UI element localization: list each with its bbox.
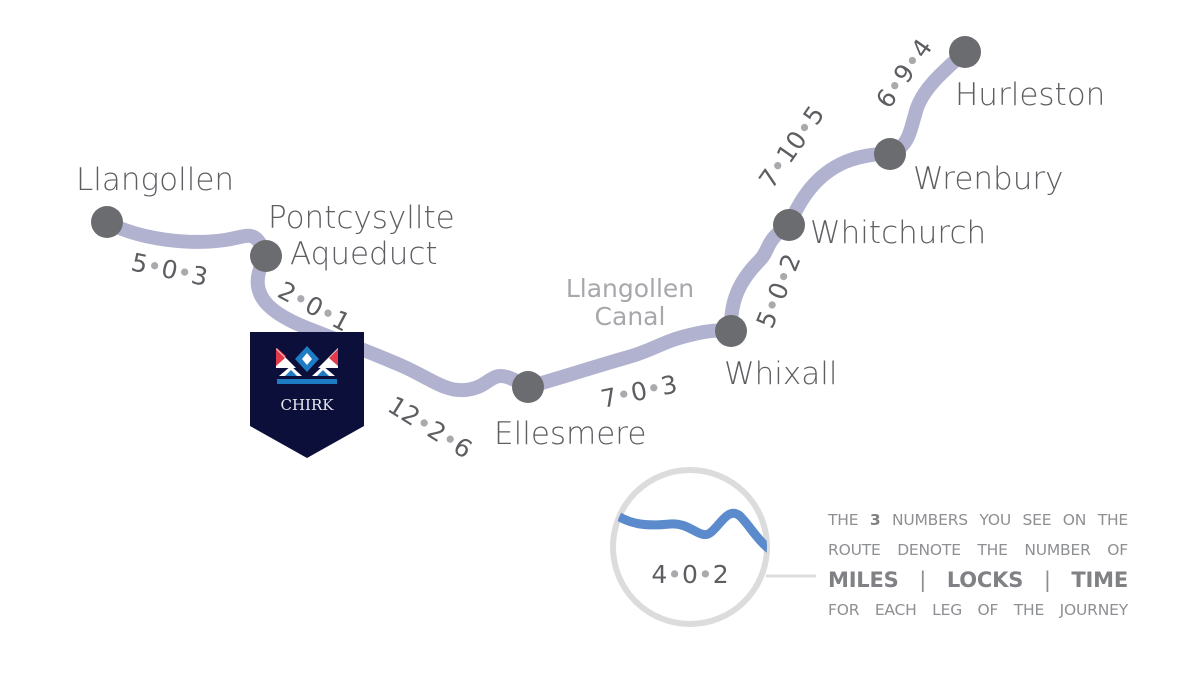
legend-line-4: FOR EACH LEG OF THE JOURNEY xyxy=(828,601,1128,619)
place-label-pontcysyllte-line1: Pontcysyllte xyxy=(268,200,455,236)
legend-time: TIME xyxy=(1071,568,1128,592)
leg-miles: 5 xyxy=(129,248,151,280)
leg-locks: 0 xyxy=(682,560,698,589)
stop-marker-hurleston[interactable] xyxy=(949,36,981,68)
leg-label-text: 5•0•2 xyxy=(751,250,807,332)
place-label-whixall: Whixall xyxy=(724,356,837,392)
legend-separator-1: | xyxy=(919,568,927,592)
chirk-label: CHIRK xyxy=(281,396,335,414)
leg-label-text: 5•0•3 xyxy=(129,248,211,292)
legend-separator-2: | xyxy=(1043,568,1051,592)
leg-label-text: 12•2•6 xyxy=(383,390,477,464)
canal-name-line1: Llangollen xyxy=(566,274,694,303)
legend-explanation: THE 3 NUMBERS YOU SEE ON THE ROUTE DENOT… xyxy=(828,505,1128,625)
stop-marker-whitchurch[interactable] xyxy=(773,209,805,241)
leg-separator-dot: • xyxy=(174,257,194,288)
legend-line1-pre: THE xyxy=(828,511,859,529)
leg-label: 12•2•6 xyxy=(383,390,477,464)
leg-separator-dot: • xyxy=(644,373,664,404)
leg-miles: 7 xyxy=(598,382,620,414)
stop-marker-llangollen[interactable] xyxy=(91,206,123,238)
canal-name-line2: Canal xyxy=(595,302,666,331)
leg-label: 5•0•2 xyxy=(751,250,807,332)
leg-locks: 0 xyxy=(159,254,181,286)
leg-label-text: 6•9•4 xyxy=(870,34,938,114)
leg-separator-dot: • xyxy=(698,560,713,589)
place-label-pontcysyllte-line2: Aqueduct xyxy=(290,236,438,272)
legend-miles: MILES xyxy=(828,568,899,592)
leg-separator-dot: • xyxy=(144,251,164,282)
legend-line1-post: NUMBERS YOU SEE ON THE xyxy=(891,511,1129,529)
stop-marker-whixall[interactable] xyxy=(715,315,747,347)
leg-label: 7•0•3 xyxy=(598,369,680,413)
leg-separator-dot: • xyxy=(667,560,682,589)
place-label-llangollen: Llangollen xyxy=(76,162,234,198)
place-label-wrenbury: Wrenbury xyxy=(913,161,1063,197)
leg-label-text: 7•0•3 xyxy=(598,369,680,413)
legend-line-1: THE 3 NUMBERS YOU SEE ON THE xyxy=(828,505,1128,535)
legend-line-3: MILES | LOCKS | TIME xyxy=(828,565,1128,595)
crown-icon xyxy=(276,346,338,384)
legend-magnifier: 4•0•2 xyxy=(610,467,816,627)
place-label-whitchurch: Whitchurch xyxy=(810,215,986,251)
legend-route-sample xyxy=(613,507,767,561)
stop-marker-wrenbury[interactable] xyxy=(874,138,906,170)
legend-line-2: ROUTE DENOTE THE NUMBER OF xyxy=(828,541,1128,559)
stop-marker-ellesmere[interactable] xyxy=(512,371,544,403)
chirk-badge[interactable]: CHIRK xyxy=(250,332,364,458)
leg-time: 3 xyxy=(658,369,680,401)
leg-locks: 0 xyxy=(628,376,650,408)
leg-miles: 4 xyxy=(651,560,667,589)
leg-label: 5•0•3 xyxy=(129,248,211,292)
legend-example-text: 4•0•2 xyxy=(651,560,728,589)
leg-separator-dot: • xyxy=(614,379,634,410)
leg-time: 2 xyxy=(713,560,729,589)
legend-locks: LOCKS xyxy=(946,568,1024,592)
leg-time: 3 xyxy=(189,260,211,292)
leg-label: 6•9•4 xyxy=(870,34,938,114)
legend-line1-number: 3 xyxy=(869,511,881,529)
legend-lens-ring xyxy=(610,467,770,627)
place-label-ellesmere: Ellesmere xyxy=(494,416,646,452)
place-label-hurleston: Hurleston xyxy=(955,77,1105,113)
canal-route-line xyxy=(100,45,972,398)
stop-marker-pontcysyllte[interactable] xyxy=(250,240,282,272)
